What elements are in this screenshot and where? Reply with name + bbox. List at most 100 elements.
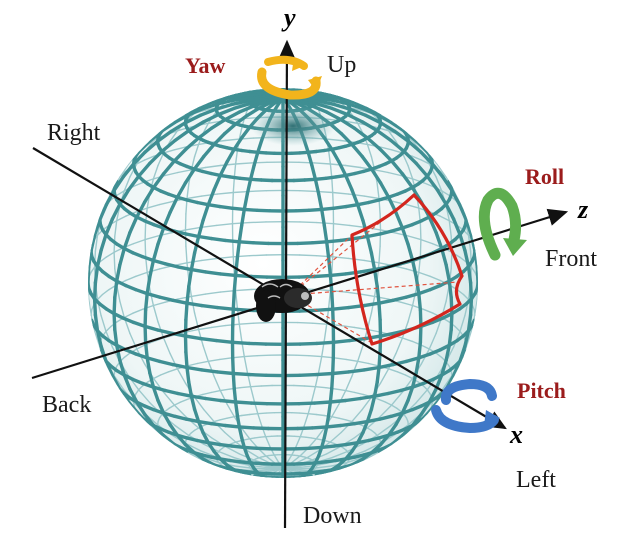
longitude-line xyxy=(119,300,126,319)
longitude-line xyxy=(290,455,301,464)
longitude-line xyxy=(296,99,314,108)
longitude-line xyxy=(196,419,205,435)
longitude-line xyxy=(365,105,382,116)
latitude-line xyxy=(230,206,247,212)
longitude-line xyxy=(126,400,141,416)
longitude-line xyxy=(241,427,251,440)
latitude-line xyxy=(247,341,268,346)
latitude-line xyxy=(418,271,431,277)
latitude-line xyxy=(352,419,370,426)
longitude-line xyxy=(313,177,321,196)
longitude-line xyxy=(113,328,119,347)
longitude-line xyxy=(400,226,410,246)
latitude-line xyxy=(207,358,221,362)
longitude-line xyxy=(114,263,122,283)
latitude-line xyxy=(231,371,252,377)
longitude-line xyxy=(201,202,211,223)
latitude-line xyxy=(292,178,307,183)
longitude-line xyxy=(265,436,271,448)
latitude-line xyxy=(348,193,365,197)
viewport-region xyxy=(289,193,464,346)
longitude-line xyxy=(232,273,238,294)
latitude-line xyxy=(257,412,267,415)
longitude-line xyxy=(475,265,478,285)
longitude-line xyxy=(310,163,318,182)
latitude-line xyxy=(461,349,468,358)
longitude-line xyxy=(237,223,244,244)
latitude-line xyxy=(395,407,402,412)
longitude-line xyxy=(162,391,176,406)
latitude-line xyxy=(163,262,180,269)
longitude-line xyxy=(352,100,370,110)
longitude-line xyxy=(186,183,190,200)
longitude-line xyxy=(136,139,152,154)
pitch-rotation-arrow-icon xyxy=(431,378,500,434)
longitude-line xyxy=(98,203,109,222)
longitude-line xyxy=(119,163,130,178)
latitude-line xyxy=(101,288,110,296)
latitude-line xyxy=(390,404,398,409)
longitude-line xyxy=(201,101,221,111)
latitude-line xyxy=(356,200,371,207)
latitude-line xyxy=(136,159,146,165)
longitude-line xyxy=(201,431,211,445)
longitude-line xyxy=(345,375,353,392)
longitude-line xyxy=(466,313,473,333)
longitude-line xyxy=(402,149,418,166)
longitude-line xyxy=(360,154,374,171)
longitude-line xyxy=(327,400,333,417)
latitude-line xyxy=(252,321,269,324)
latitude-line xyxy=(349,224,367,229)
latitude-line xyxy=(168,404,176,409)
latitude-line xyxy=(185,436,200,443)
latitude-line xyxy=(230,340,251,346)
latitude-line xyxy=(426,389,431,395)
latitude-line xyxy=(314,386,327,389)
latitude-line xyxy=(401,337,414,343)
longitude-line xyxy=(110,202,122,221)
latitude-line xyxy=(325,238,343,244)
longitude-line xyxy=(350,187,360,207)
latitude-line xyxy=(307,413,317,416)
longitude-line xyxy=(185,451,200,460)
latitude-line xyxy=(294,208,311,213)
latitude-line xyxy=(204,291,222,295)
latitude-line xyxy=(201,108,212,112)
latitude-line xyxy=(226,416,235,419)
latitude-line xyxy=(348,257,365,262)
longitude-line xyxy=(366,143,373,158)
longitude-line xyxy=(173,128,191,143)
longitude-line xyxy=(233,400,240,417)
latitude-line xyxy=(215,370,236,376)
latitude-line xyxy=(344,202,360,209)
latitude-line xyxy=(218,398,238,404)
longitude-line xyxy=(230,307,236,328)
longitude-line xyxy=(474,298,478,316)
latitude-line xyxy=(298,372,318,377)
longitude-line xyxy=(419,222,422,241)
latitude-line xyxy=(164,407,171,412)
latitude-line xyxy=(121,316,136,325)
longitude-line xyxy=(326,445,342,455)
latitude-line xyxy=(207,120,221,125)
longitude-line xyxy=(467,234,472,252)
longitude-line xyxy=(231,239,235,258)
latitude-line xyxy=(167,368,179,373)
longitude-line xyxy=(328,273,334,294)
longitude-line xyxy=(401,152,409,167)
longitude-line xyxy=(379,368,390,384)
longitude-line xyxy=(372,380,379,398)
longitude-line xyxy=(173,404,187,418)
longitude-line xyxy=(375,284,381,305)
latitude-line xyxy=(255,208,272,213)
longitude-line xyxy=(295,436,301,448)
latitude-line xyxy=(206,202,222,209)
latitude-line xyxy=(243,438,251,441)
latitude-line xyxy=(256,354,271,357)
latitude-line xyxy=(359,293,376,298)
longitude-line xyxy=(113,251,116,270)
latitude-line xyxy=(325,423,343,429)
longitude-line xyxy=(468,297,474,317)
roll-label: Roll xyxy=(525,164,564,189)
longitude-line xyxy=(332,191,334,209)
